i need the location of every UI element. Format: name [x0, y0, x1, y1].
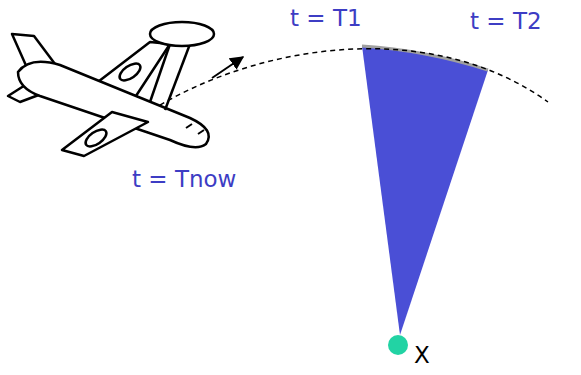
engine — [83, 126, 110, 150]
rotodome — [150, 22, 214, 46]
wing — [62, 112, 148, 156]
target-point — [388, 335, 408, 355]
engine — [117, 60, 144, 84]
cockpit-window — [186, 124, 204, 134]
dome-pylon — [150, 44, 170, 102]
dome-pylon — [165, 44, 190, 110]
wedge-arc — [362, 46, 488, 70]
time-label: t = T2 — [470, 8, 542, 34]
time-label: t = Tnow — [132, 166, 236, 192]
flight-path — [130, 49, 548, 125]
heading-arrow — [212, 57, 243, 78]
time-label: t = T1 — [290, 5, 362, 31]
awacs-aircraft — [8, 22, 214, 156]
point-label: X — [414, 342, 430, 368]
coverage-wedge — [362, 46, 488, 335]
